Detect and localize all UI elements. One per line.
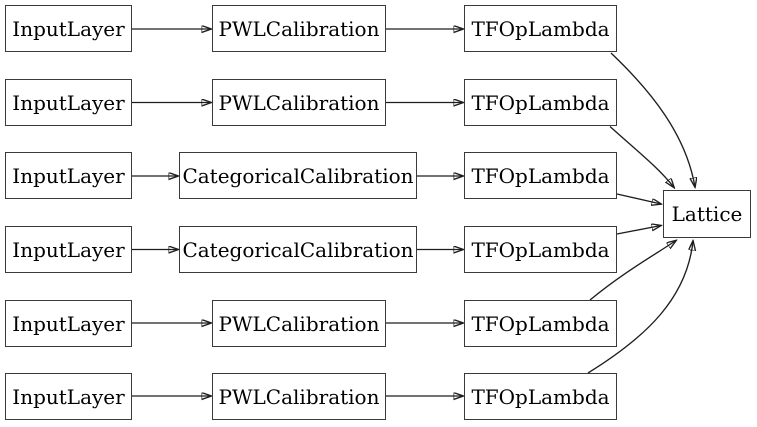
- node-pwl-calibration-6: PWLCalibration: [212, 373, 386, 420]
- node-input-layer-3: InputLayer: [5, 152, 132, 199]
- node-input-layer-5: InputLayer: [5, 300, 132, 347]
- node-input-layer-4: InputLayer: [5, 226, 132, 273]
- node-categorical-calibration-4: CategoricalCalibration: [179, 226, 417, 273]
- node-pwl-calibration-1: PWLCalibration: [212, 5, 386, 52]
- node-tf-op-lambda-6: TFOpLambda: [464, 373, 617, 420]
- node-tf-op-lambda-3: TFOpLambda: [464, 152, 617, 199]
- node-tf-op-lambda-1: TFOpLambda: [464, 5, 617, 52]
- edge-op-to-lattice-6: [587, 241, 693, 374]
- node-lattice: Lattice: [663, 190, 751, 238]
- edge-op-to-lattice-5: [589, 241, 676, 301]
- edge-op-to-lattice-3: [616, 193, 661, 204]
- edge-op-to-lattice-4: [616, 226, 661, 235]
- node-input-layer-1: InputLayer: [5, 5, 132, 52]
- node-categorical-calibration-3: CategoricalCalibration: [179, 152, 417, 199]
- edge-op-to-lattice-2: [609, 125, 674, 188]
- node-pwl-calibration-5: PWLCalibration: [212, 300, 386, 347]
- node-tf-op-lambda-2: TFOpLambda: [464, 79, 617, 126]
- node-input-layer-2: InputLayer: [5, 79, 132, 126]
- edge-op-to-lattice-1: [610, 52, 695, 187]
- node-pwl-calibration-2: PWLCalibration: [212, 79, 386, 126]
- node-tf-op-lambda-4: TFOpLambda: [464, 226, 617, 273]
- node-tf-op-lambda-5: TFOpLambda: [464, 300, 617, 347]
- node-input-layer-6: InputLayer: [5, 373, 132, 420]
